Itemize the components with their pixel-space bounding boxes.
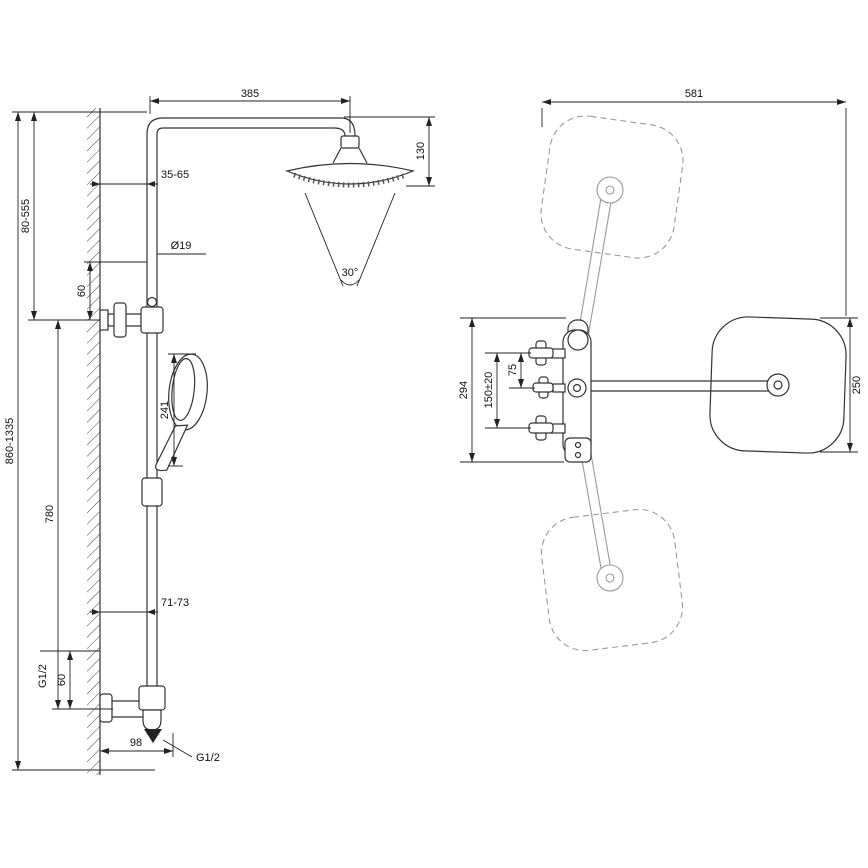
dim-hand-shower-length: 241: [159, 401, 171, 419]
hand-shower-handle: [154, 424, 189, 472]
holder-ball: [146, 296, 158, 308]
dim-body-height-group: 294: [458, 317, 566, 463]
head-outline-bottom: [540, 508, 684, 652]
dim-hand-shower-length-group: 241: [159, 353, 196, 467]
dim-column-length-group: 780: [44, 320, 61, 709]
valve-handle-bottom: [528, 415, 566, 441]
pipe-outer: [146, 117, 341, 690]
shower-head-side-position: [591, 316, 847, 454]
inlet-flange: [99, 693, 113, 723]
front-view: 581 294 150±20: [458, 88, 863, 652]
head-hub-top: [596, 176, 624, 204]
dim-offset-top-group: 60: [76, 261, 147, 320]
dim-valve-spacing-group: 150±20: [483, 352, 531, 429]
dim-offset-top: 60: [76, 285, 88, 297]
bracket-wall-plate: [99, 309, 109, 331]
head-hub-right: [766, 373, 790, 397]
spray-cone: 30°: [304, 192, 396, 287]
mount-screw-top: [574, 441, 582, 449]
bracket-knob: [113, 302, 127, 338]
dim-offset-bottom: 60: [56, 674, 68, 686]
wall-inlet-assembly: [99, 685, 166, 743]
dim-total-height-range: 860-1335: [4, 418, 16, 465]
side-view-dimensions: 385 130 35-65: [4, 88, 435, 771]
pipe-coupling: [141, 477, 163, 507]
mixer-valve: [528, 319, 592, 463]
shower-head-top-position: [540, 115, 684, 259]
dim-total-width: 581: [685, 88, 703, 100]
shower-column: [146, 117, 368, 690]
dim-wall-clearance-top: 35-65: [161, 169, 189, 181]
head-cone-fitting: [332, 147, 368, 164]
side-view: 30°: [4, 88, 435, 775]
dim-inlet-thread: G1/2: [37, 664, 49, 688]
dim-valve-spacing: 150±20: [483, 372, 495, 409]
outlet-elbow: [142, 709, 162, 731]
head-outline-right: [709, 316, 847, 454]
wall-hatching: [87, 108, 100, 775]
outlet-spout: [144, 729, 162, 743]
head-connector: [340, 135, 360, 149]
dim-head-width-group: 250: [820, 317, 863, 453]
dim-inlet-group: 60 G1/2: [37, 650, 100, 709]
front-view-dimensions: 581 294 150±20: [458, 88, 863, 463]
shower-head-bottom-position: [540, 508, 684, 652]
outlet-joint-center: [572, 383, 582, 393]
dim-head-height: 130: [415, 142, 427, 160]
dim-body-height: 294: [458, 381, 470, 399]
dim-outlet-thread-group: G1/2: [162, 739, 220, 764]
dim-arm-reach-group: 385: [149, 88, 351, 133]
union-nut: [138, 685, 166, 711]
dim-depth: 98: [130, 737, 142, 749]
dim-wall-clearance-top-group: 35-65: [90, 169, 189, 187]
head-hub-bottom-center: [605, 573, 615, 583]
valve-handle-top: [528, 340, 566, 366]
arm-bend-outer: [340, 117, 356, 137]
dim-valve-to-outlet-group: 75: [507, 353, 535, 389]
mount-plate: [564, 437, 592, 463]
dim-valve-to-outlet: 75: [507, 364, 519, 376]
dim-arm-reach: 385: [241, 88, 259, 100]
head-disc: [285, 162, 415, 185]
pipe-inner: [156, 127, 334, 690]
dim-outlet-thread: G1/2: [196, 752, 220, 764]
dim-mount-range-top: 80-555: [20, 199, 32, 233]
dim-total-width-group: 581: [541, 88, 847, 316]
head-hub-right-center: [773, 380, 783, 390]
dim-head-height-group: 130: [344, 116, 435, 187]
dim-spray-angle: 30°: [342, 267, 359, 279]
dim-wall-clearance-bottom: 71-73: [161, 597, 189, 609]
dim-pipe-diameter-group: Ø19: [157, 240, 206, 255]
hand-shower-face: [171, 358, 196, 421]
head-hub-bottom: [596, 564, 624, 592]
dim-depth-group: 98: [100, 733, 174, 757]
dim-mount-range-group: 80-555: [20, 112, 37, 320]
wall-bracket: [99, 296, 164, 338]
dim-column-length: 780: [44, 505, 56, 523]
column-collar: [140, 306, 164, 334]
dim-wall-clearance-bottom-group: 71-73: [90, 597, 189, 615]
diverter-knob: [532, 376, 566, 399]
overhead-shower: 30°: [285, 162, 415, 287]
arm-pivot-joint: [567, 329, 589, 351]
dim-pipe-diameter: Ø19: [171, 240, 192, 252]
arm-bend-inner: [333, 127, 346, 137]
head-hub-top-center: [605, 185, 615, 195]
mount-screw-bottom: [574, 451, 582, 459]
outlet-joint: [567, 378, 587, 398]
head-outline-top: [540, 115, 684, 259]
dim-total-height-group: 860-1335: [4, 112, 21, 770]
dim-head-width: 250: [851, 376, 863, 394]
